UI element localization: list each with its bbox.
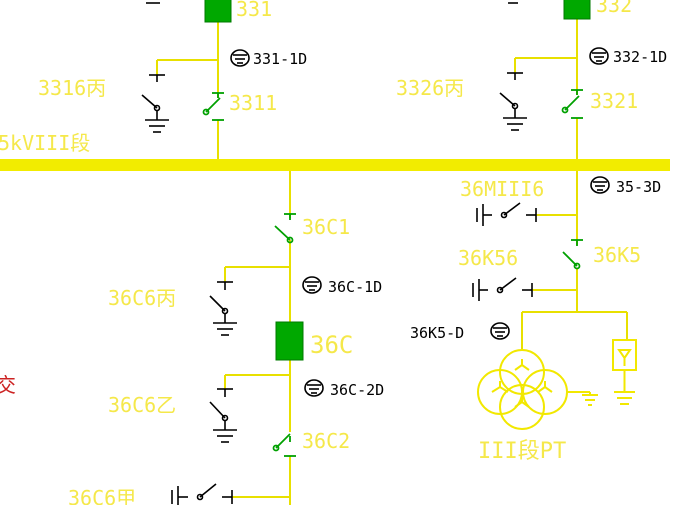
earth-marker-36c-1d-icon	[302, 276, 322, 294]
surge-arrester-icon[interactable]	[612, 339, 637, 405]
breaker-331-label: 331	[236, 0, 272, 21]
earth-marker-36c-1d-label: 36C-1D	[328, 278, 382, 296]
switch-36c1[interactable]	[274, 213, 296, 244]
switch-36k5[interactable]	[562, 239, 583, 270]
ground-switch-3326-label: 3326丙	[396, 76, 464, 100]
ground-switch-3316-label: 3316丙	[38, 76, 106, 100]
ground-switch-36miii6[interactable]	[476, 202, 537, 226]
pt-transformer-icon[interactable]	[477, 349, 598, 430]
ground-switch-36c6-bing[interactable]	[209, 281, 237, 336]
switch-3311[interactable]	[202, 92, 225, 121]
ground-switch-36c6-bing-label: 36C6丙	[108, 286, 176, 310]
switch-36k5-label: 36K5	[593, 243, 641, 267]
earth-marker-35-3d-icon	[590, 176, 610, 194]
switch-3321[interactable]	[561, 89, 584, 119]
breaker-332-label: 332	[596, 0, 632, 17]
breaker-36c[interactable]	[275, 321, 304, 361]
earth-marker-36k5-d-label: 36K5-D	[410, 324, 464, 342]
switch-36c2[interactable]	[272, 433, 297, 457]
breaker-331[interactable]	[204, 0, 232, 23]
feeder-332: 332 3321 3326丙 332-1D	[396, 0, 667, 159]
pt-branch: 35-3D 36MIII6 36K5 36K56	[410, 171, 661, 464]
ground-switch-36miii6-label: 36MIII6	[460, 177, 544, 201]
ground-switch-36c6-jia[interactable]	[171, 483, 233, 505]
feeder-36c: 36C1 36C6丙 36C-1D 36C	[68, 171, 384, 505]
earth-marker-36c-2d-label: 36C-2D	[330, 381, 384, 399]
earth-marker-36k5-d-icon	[490, 322, 510, 340]
switch-3311-label: 3311	[229, 91, 277, 115]
ground-switch-3326[interactable]	[499, 72, 527, 131]
ground-switch-36c6-yi-label: 36C6乙	[108, 393, 176, 417]
edge-label: 交	[0, 373, 16, 397]
feeder-331: 331 3311 3316丙 331-1D	[38, 0, 307, 159]
ground-switch-3316[interactable]	[141, 74, 169, 133]
earth-marker-36c-2d-icon	[304, 379, 324, 397]
ground-switch-36c6-yi[interactable]	[209, 388, 237, 443]
earth-marker-332-label: 332-1D	[613, 48, 667, 66]
bus-label: 5kVIII段	[0, 131, 90, 155]
switch-36c2-label: 36C2	[302, 429, 350, 453]
earth-marker-35-3d-label: 35-3D	[616, 178, 661, 196]
pt-label: III段PT	[478, 439, 566, 464]
ground-switch-36c6-jia-label: 36C6甲	[68, 486, 136, 505]
switch-36c1-label: 36C1	[302, 215, 350, 239]
earth-marker-331-icon	[230, 49, 250, 67]
breaker-332[interactable]	[563, 0, 591, 20]
earth-marker-331-label: 331-1D	[253, 50, 307, 68]
ground-switch-36k56[interactable]	[472, 277, 533, 301]
earth-marker-332-icon	[589, 47, 609, 65]
switch-3321-label: 3321	[590, 89, 638, 113]
breaker-36c-label: 36C	[310, 331, 353, 359]
ground-switch-36k56-label: 36K56	[458, 246, 518, 270]
